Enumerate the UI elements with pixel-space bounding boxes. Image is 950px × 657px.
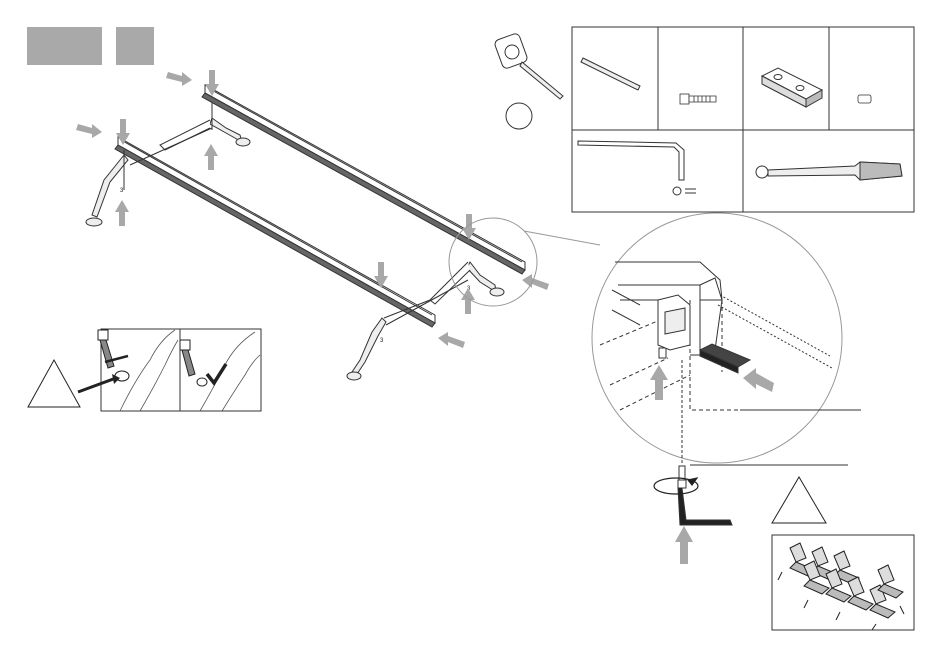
torque-wrench-tool: [756, 162, 902, 180]
arrow-right: [166, 72, 192, 86]
bolt-install: [678, 466, 732, 525]
arrow-up: [115, 200, 129, 226]
quantity-circle: [506, 103, 532, 129]
arrow-left: [522, 274, 549, 290]
warning-triangle-icon: [772, 477, 826, 523]
arrow-up: [204, 144, 218, 170]
back-beam: [202, 85, 525, 274]
pin-part: [858, 95, 871, 103]
front-beam: [115, 137, 435, 327]
connector-plate-part: [762, 68, 822, 107]
warning-triangle-icon: [28, 360, 80, 407]
parts-table: [572, 27, 914, 212]
allen-key-tool: [578, 141, 696, 195]
arrow-left: [438, 332, 465, 348]
bolt-part: [680, 94, 716, 104]
bolt-detail-box: [78, 329, 261, 411]
tape-measure-icon: [494, 32, 563, 99]
chairs-diagram-box: [772, 535, 914, 630]
direction-arrows: [76, 70, 549, 348]
arrow-right: [76, 124, 102, 138]
arrow-up: [675, 526, 693, 564]
detail-view: [592, 213, 842, 463]
rotation-arrow-icon: [654, 478, 698, 494]
leg-number: 3: [120, 188, 124, 194]
leg-number: 3: [380, 338, 384, 344]
beam-part: [581, 58, 640, 90]
